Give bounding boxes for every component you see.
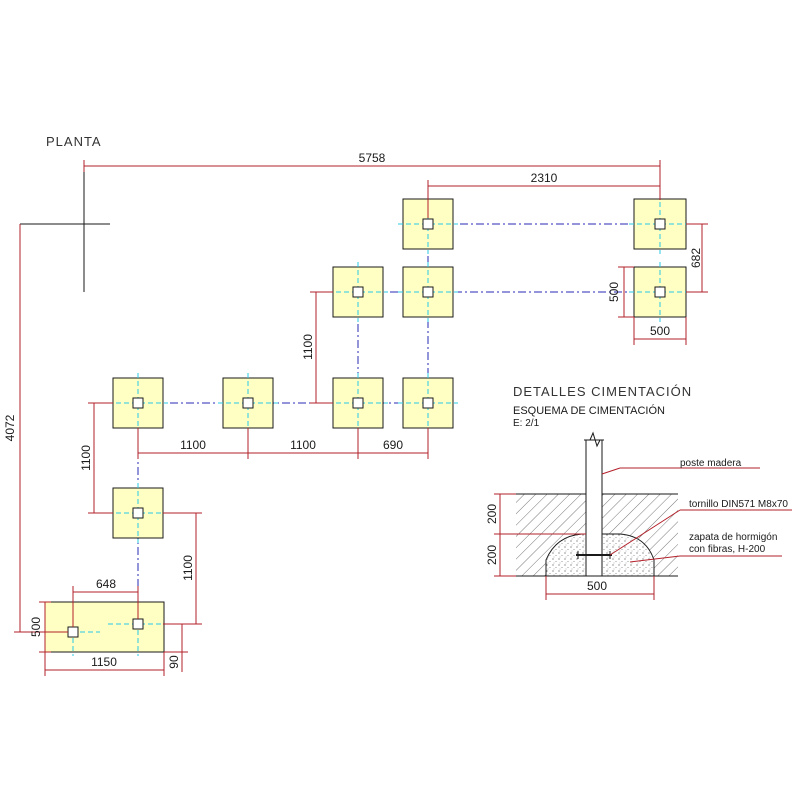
dimension-right-square-height: 500: [607, 266, 634, 318]
svg-text:1100: 1100: [79, 445, 93, 471]
dimension-lower-depth: 200: [485, 534, 516, 577]
dimension-footing-width: 500: [545, 576, 655, 600]
dimension-horizontal-chain: 1100 1100 690: [137, 428, 429, 459]
dimension-top-span: 2310: [427, 171, 660, 218]
svg-text:690: 690: [383, 438, 403, 452]
label-post: poste madera: [601, 458, 760, 475]
svg-text:1100: 1100: [181, 555, 195, 581]
dimension-bottom-small: 90: [164, 623, 188, 672]
dimension-bottom-height: 500: [29, 601, 51, 653]
svg-text:5758: 5758: [359, 151, 386, 165]
dimension-upper-depth: 200: [485, 493, 586, 535]
footing: [328, 373, 388, 433]
svg-text:90: 90: [167, 655, 181, 669]
svg-text:1100: 1100: [180, 438, 206, 452]
svg-text:200: 200: [485, 545, 499, 565]
footing: [629, 194, 691, 254]
footing: [108, 483, 168, 543]
plan-title: PLANTA: [46, 134, 102, 149]
footing-combined: [40, 598, 168, 656]
dimension-bottom-offset: 648: [72, 577, 139, 627]
svg-text:200: 200: [485, 504, 499, 524]
dimension-overall-width: 5758: [83, 151, 661, 200]
origin-cross: [20, 166, 110, 292]
footing: [218, 373, 278, 433]
svg-text:500: 500: [607, 282, 621, 302]
dimension-left-vertical: 1100: [79, 402, 113, 514]
svg-text:con fibras, H-200: con fibras, H-200: [689, 544, 766, 555]
svg-text:500: 500: [587, 579, 607, 593]
footing: [629, 262, 691, 322]
dimension-right-vertical: 682: [686, 223, 708, 293]
dimension-mid-vertical: 1100: [301, 291, 333, 404]
dimension-lower-vertical: 1100: [163, 512, 202, 625]
svg-text:1100: 1100: [290, 438, 316, 452]
foundation-section: [516, 431, 678, 577]
dimension-bottom-width: 1150: [44, 652, 165, 676]
svg-text:4072: 4072: [3, 414, 17, 441]
svg-text:648: 648: [96, 577, 116, 591]
wooden-post: [585, 439, 603, 577]
svg-text:2310: 2310: [531, 171, 558, 185]
dimension-right-square-width: 500: [633, 317, 687, 345]
svg-text:682: 682: [689, 248, 703, 268]
dimension-overall-height: 4072: [3, 224, 68, 633]
detail-title: DETALLES CIMENTACIÓN: [513, 384, 692, 399]
footing: [328, 262, 388, 322]
footing: [108, 373, 168, 433]
detail-scale: E: 2/1: [513, 418, 540, 429]
svg-text:zapata de hormigón: zapata de hormigón: [689, 532, 777, 543]
svg-text:poste madera: poste madera: [680, 458, 742, 469]
svg-text:1150: 1150: [91, 655, 117, 669]
svg-text:1100: 1100: [301, 334, 315, 360]
label-footing: zapata de hormigón con fibras, H-200: [629, 532, 782, 563]
detail-subtitle: ESQUEMA DE CIMENTACIÓN: [513, 404, 665, 417]
label-bolt: tornillo DIN571 M8x70: [609, 499, 792, 556]
svg-text:500: 500: [29, 617, 43, 637]
svg-text:tornillo DIN571 M8x70: tornillo DIN571 M8x70: [689, 499, 788, 510]
svg-text:500: 500: [650, 324, 670, 338]
footing: [398, 262, 458, 322]
footings: [40, 194, 691, 656]
footing: [398, 373, 458, 433]
